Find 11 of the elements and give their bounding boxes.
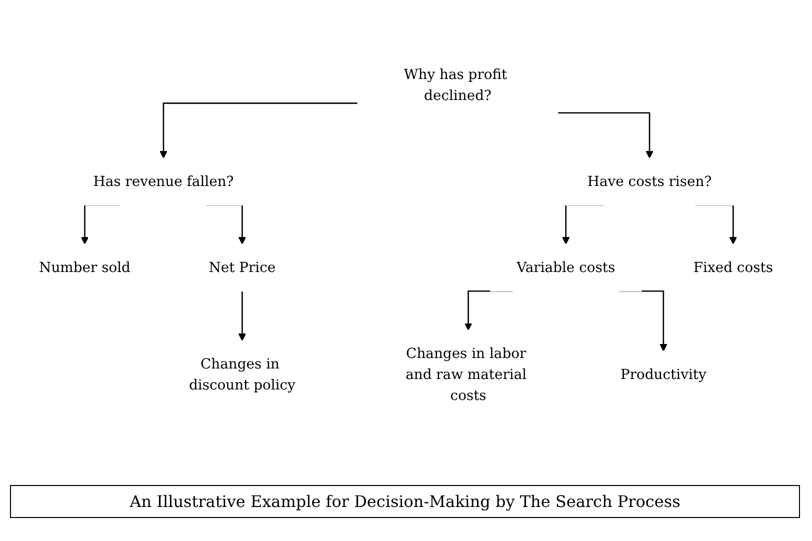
node-text: Fixed costs (693, 258, 773, 276)
arrow (160, 102, 358, 158)
node-text: Changes in labor and raw material costs (406, 345, 527, 404)
arrow (558, 112, 654, 158)
node-text: Number sold (39, 258, 130, 276)
caption-box: An Illustrative Example for Decision-Making by The Search Process (10, 485, 800, 518)
arrow (238, 290, 246, 341)
node-text: Net Price (208, 258, 276, 276)
node-text: Productivity (620, 366, 706, 382)
node-text: Changes in discount policy (188, 355, 296, 393)
node-text: Why has profit declined? (404, 66, 508, 104)
